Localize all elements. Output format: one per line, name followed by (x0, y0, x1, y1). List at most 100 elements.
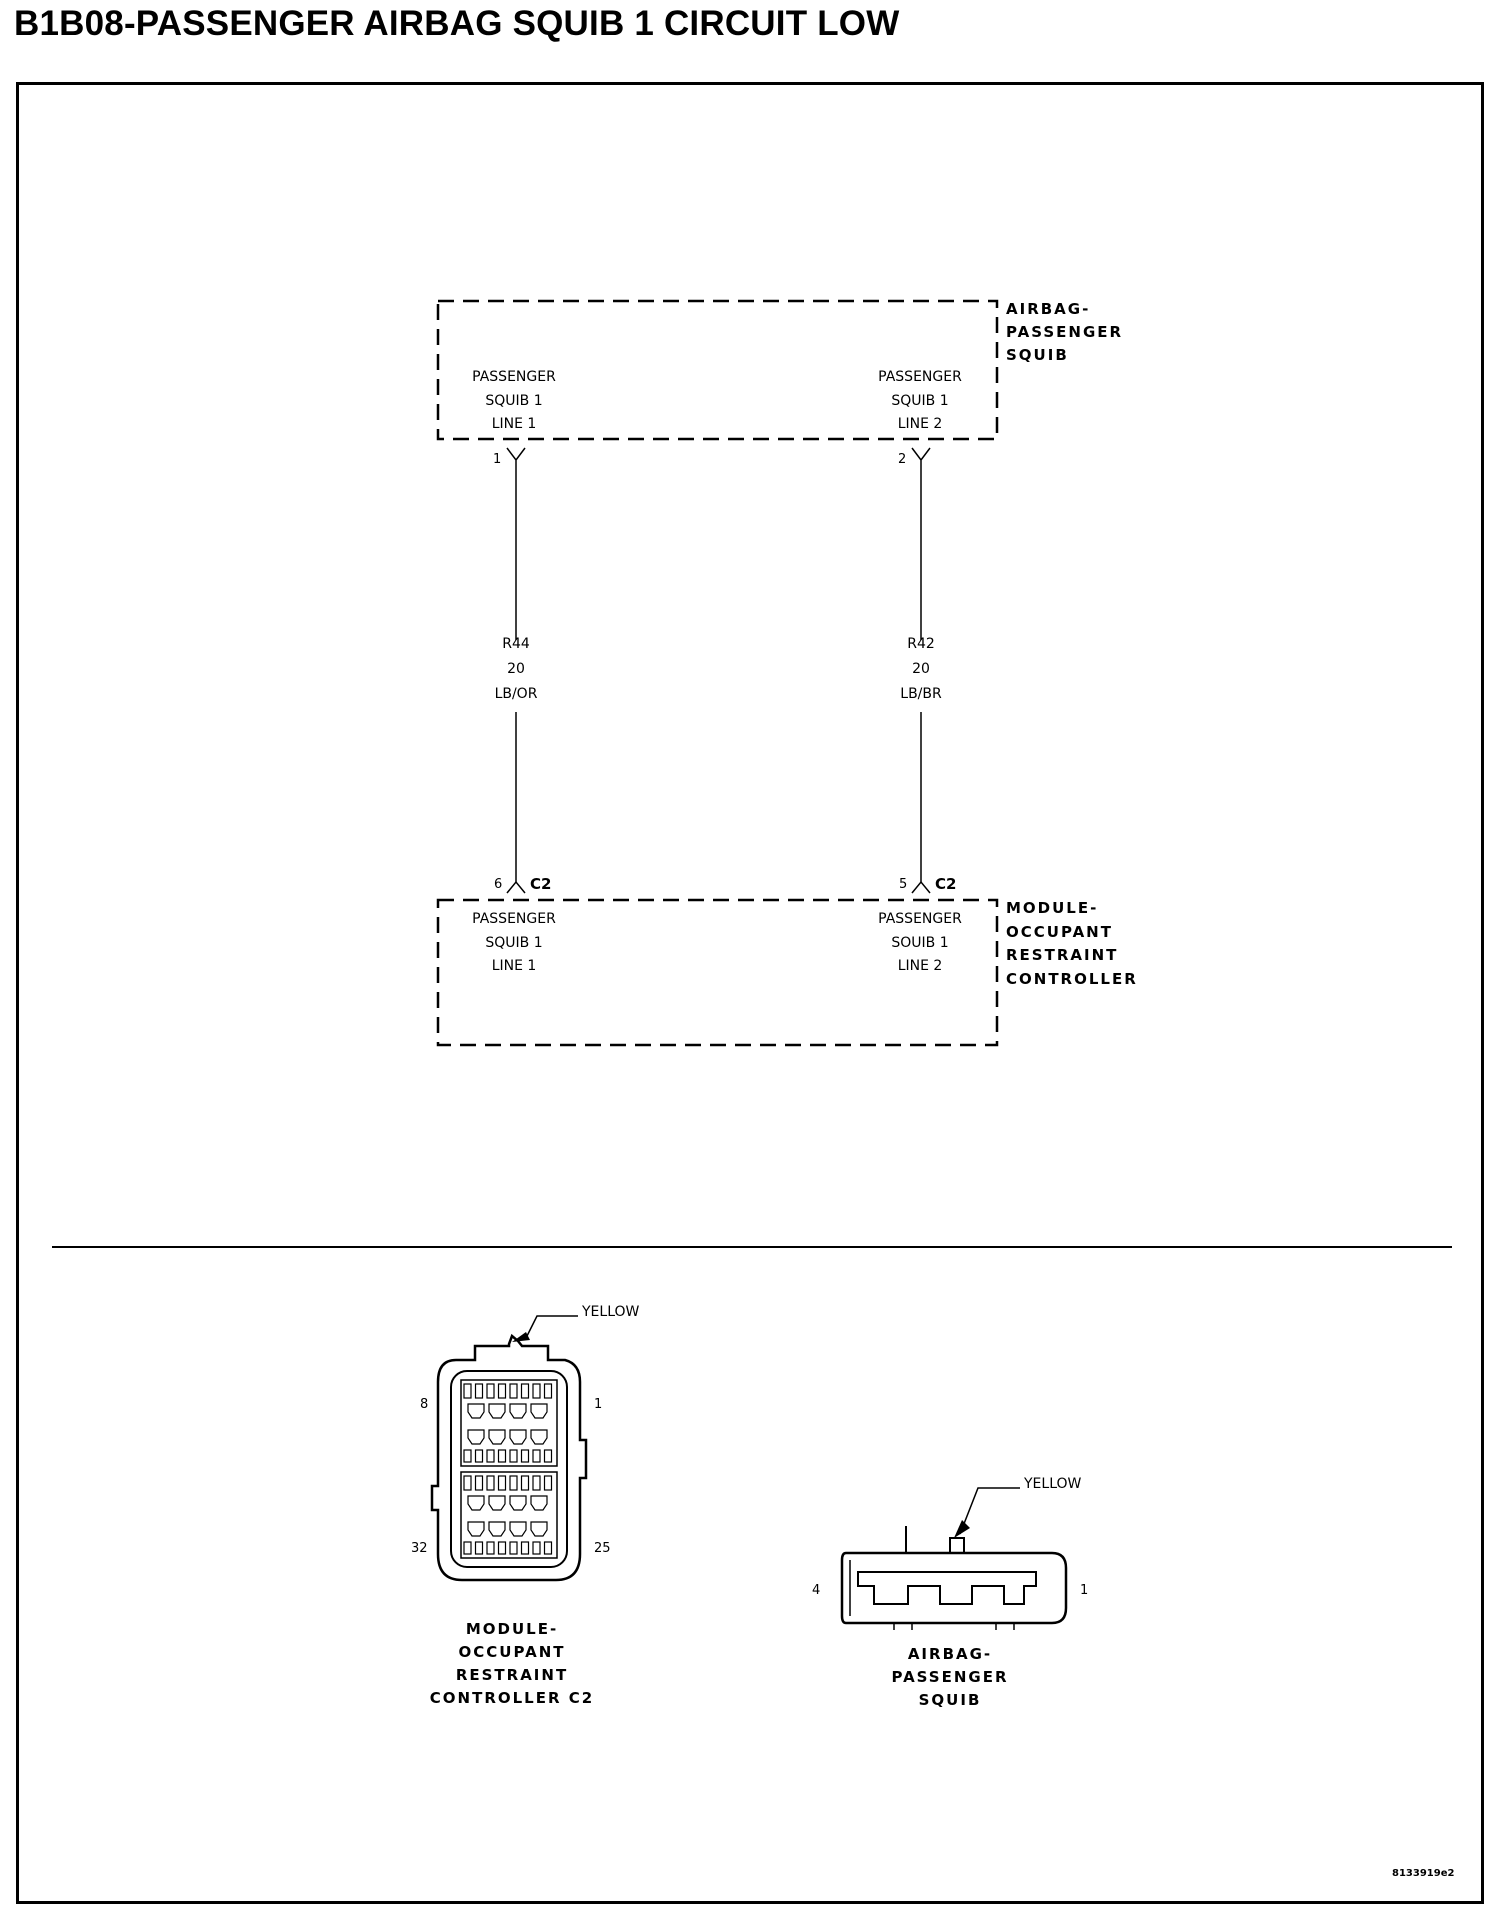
c2-latch-slot (532, 1449, 541, 1463)
module-left-terminal (506, 880, 526, 894)
c2-latch-slot (509, 1541, 518, 1555)
wire-left-gauge: 20 (507, 661, 525, 677)
c2-terminal-cavity (467, 1429, 485, 1445)
c2-latch-slot (474, 1383, 484, 1399)
c2-terminal-cavity (488, 1429, 506, 1445)
c2-terminal-cavity (509, 1521, 527, 1537)
module-right-pin-label-2: SOUIB 1 (891, 935, 948, 951)
c2-terminal-cavity (467, 1521, 485, 1537)
wire-left-color: LB/OR (495, 686, 538, 702)
airbag-left-terminal (506, 447, 526, 640)
c2-caption-2: OCCUPANT (459, 1643, 566, 1661)
module-left-pin-label-2: SQUIB 1 (485, 935, 542, 951)
c2-terminal-cavity (488, 1495, 506, 1511)
c2-terminal-cavity (509, 1403, 527, 1419)
c2-terminal-cavities (463, 1383, 553, 1555)
c2-caption-3: RESTRAINT (456, 1666, 568, 1684)
c2-latch-slot (509, 1475, 518, 1491)
c2-latch-slot (509, 1449, 518, 1463)
c2-lower-block (460, 1471, 558, 1559)
airbag-right-pin-number: 2 (898, 452, 906, 467)
c2-latch-slot (463, 1541, 472, 1555)
c2-latch-slot (497, 1383, 507, 1399)
c2-latch-slot (486, 1449, 495, 1463)
c2-terminal-cavity (488, 1521, 506, 1537)
module-right-pin-number: 5 (899, 877, 907, 892)
module-right-connector: C2 (935, 875, 956, 893)
c2-terminal-cavity (530, 1403, 548, 1419)
c2-upper-block (460, 1379, 558, 1467)
c2-color-label: YELLOW (581, 1304, 640, 1320)
c2-connector-view (430, 1315, 588, 1582)
airbag-right-pin-label-3: LINE 2 (898, 416, 943, 432)
c2-latch-slot (497, 1449, 507, 1463)
c2-terminal-cavity (509, 1495, 527, 1511)
wire-right-circuit: R42 (907, 636, 935, 652)
c2-latch-slot (543, 1475, 553, 1491)
c2-latch-slot (463, 1383, 472, 1399)
airbag-squib-name-2: PASSENGER (1006, 323, 1123, 341)
diagram-frame (16, 82, 1484, 1904)
c2-pin-label-32: 32 (411, 1541, 428, 1556)
module-name-4: CONTROLLER (1006, 970, 1138, 988)
module-name-1: MODULE- (1006, 899, 1098, 917)
squib-pin-label-4: 4 (812, 1583, 820, 1598)
c2-latch-slot (543, 1449, 553, 1463)
squib-connector-housing (840, 1551, 1068, 1625)
c2-latch-slot (532, 1541, 541, 1555)
airbag-left-pin-label-3: LINE 1 (492, 416, 537, 432)
c2-pin-label-8: 8 (420, 1397, 428, 1412)
c2-latch-slot (486, 1541, 495, 1555)
c2-terminal-cavity (530, 1521, 548, 1537)
c2-latch-slot (520, 1475, 530, 1491)
airbag-left-pin-number: 1 (493, 452, 501, 467)
airbag-right-terminal (911, 447, 931, 640)
c2-latch-slot (474, 1449, 484, 1463)
squib-caption-3: SQUIB (919, 1691, 982, 1709)
figure-reference: 8133919e2 (1392, 1868, 1454, 1879)
module-box (436, 898, 999, 1047)
c2-latch-slot (486, 1475, 495, 1491)
module-left-pin-label-3: LINE 1 (492, 958, 537, 974)
airbag-left-pin-label-2: SQUIB 1 (485, 393, 542, 409)
c2-latch-slot (532, 1383, 541, 1399)
squib-yellow-arrow-icon (954, 1520, 970, 1538)
squib-color-label: YELLOW (1023, 1476, 1082, 1492)
wire-right-color: LB/BR (900, 686, 942, 702)
c2-latch-slot (520, 1449, 530, 1463)
squib-latch-2 (949, 1537, 965, 1554)
c2-latch-slot (520, 1383, 530, 1399)
squib-terminal-channels (857, 1571, 1037, 1605)
c2-terminal-cavity (509, 1429, 527, 1445)
c2-latch-slot (532, 1475, 541, 1491)
module-left-connector: C2 (530, 875, 551, 893)
c2-terminal-cavity (488, 1403, 506, 1419)
c2-yellow-arrow-icon (512, 1332, 530, 1342)
c2-latch-slot (543, 1541, 553, 1555)
squib-caption-1: AIRBAG- (908, 1645, 992, 1663)
c2-connector-housing (430, 1333, 588, 1582)
c2-terminal-cavity (467, 1403, 485, 1419)
squib-yellow-leader (959, 1487, 1020, 1535)
c2-latch-slot (474, 1475, 484, 1491)
c2-latch-slot (463, 1475, 472, 1491)
c2-latch-slot (486, 1383, 495, 1399)
squib-connector-view (840, 1487, 1068, 1630)
c2-latch-slot (497, 1541, 507, 1555)
c2-caption-1: MODULE- (466, 1620, 558, 1638)
module-left-pin-number: 6 (494, 877, 502, 892)
module-right-pin-label-1: PASSENGER (878, 911, 962, 927)
airbag-squib-box (436, 299, 999, 441)
c2-latch-slot (463, 1449, 472, 1463)
page-title: B1B08-PASSENGER AIRBAG SQUIB 1 CIRCUIT L… (14, 4, 900, 43)
c2-terminal-cavity (467, 1495, 485, 1511)
c2-yellow-leader (526, 1315, 578, 1337)
c2-latch-slot (497, 1475, 507, 1491)
squib-pin-label-1: 1 (1080, 1583, 1088, 1598)
c2-latch-slot (474, 1541, 484, 1555)
wire-left-circuit: R44 (502, 636, 530, 652)
c2-caption-4: CONTROLLER C2 (430, 1689, 594, 1707)
airbag-left-pin-label-1: PASSENGER (472, 369, 556, 385)
airbag-squib-name-3: SQUIB (1006, 346, 1069, 364)
